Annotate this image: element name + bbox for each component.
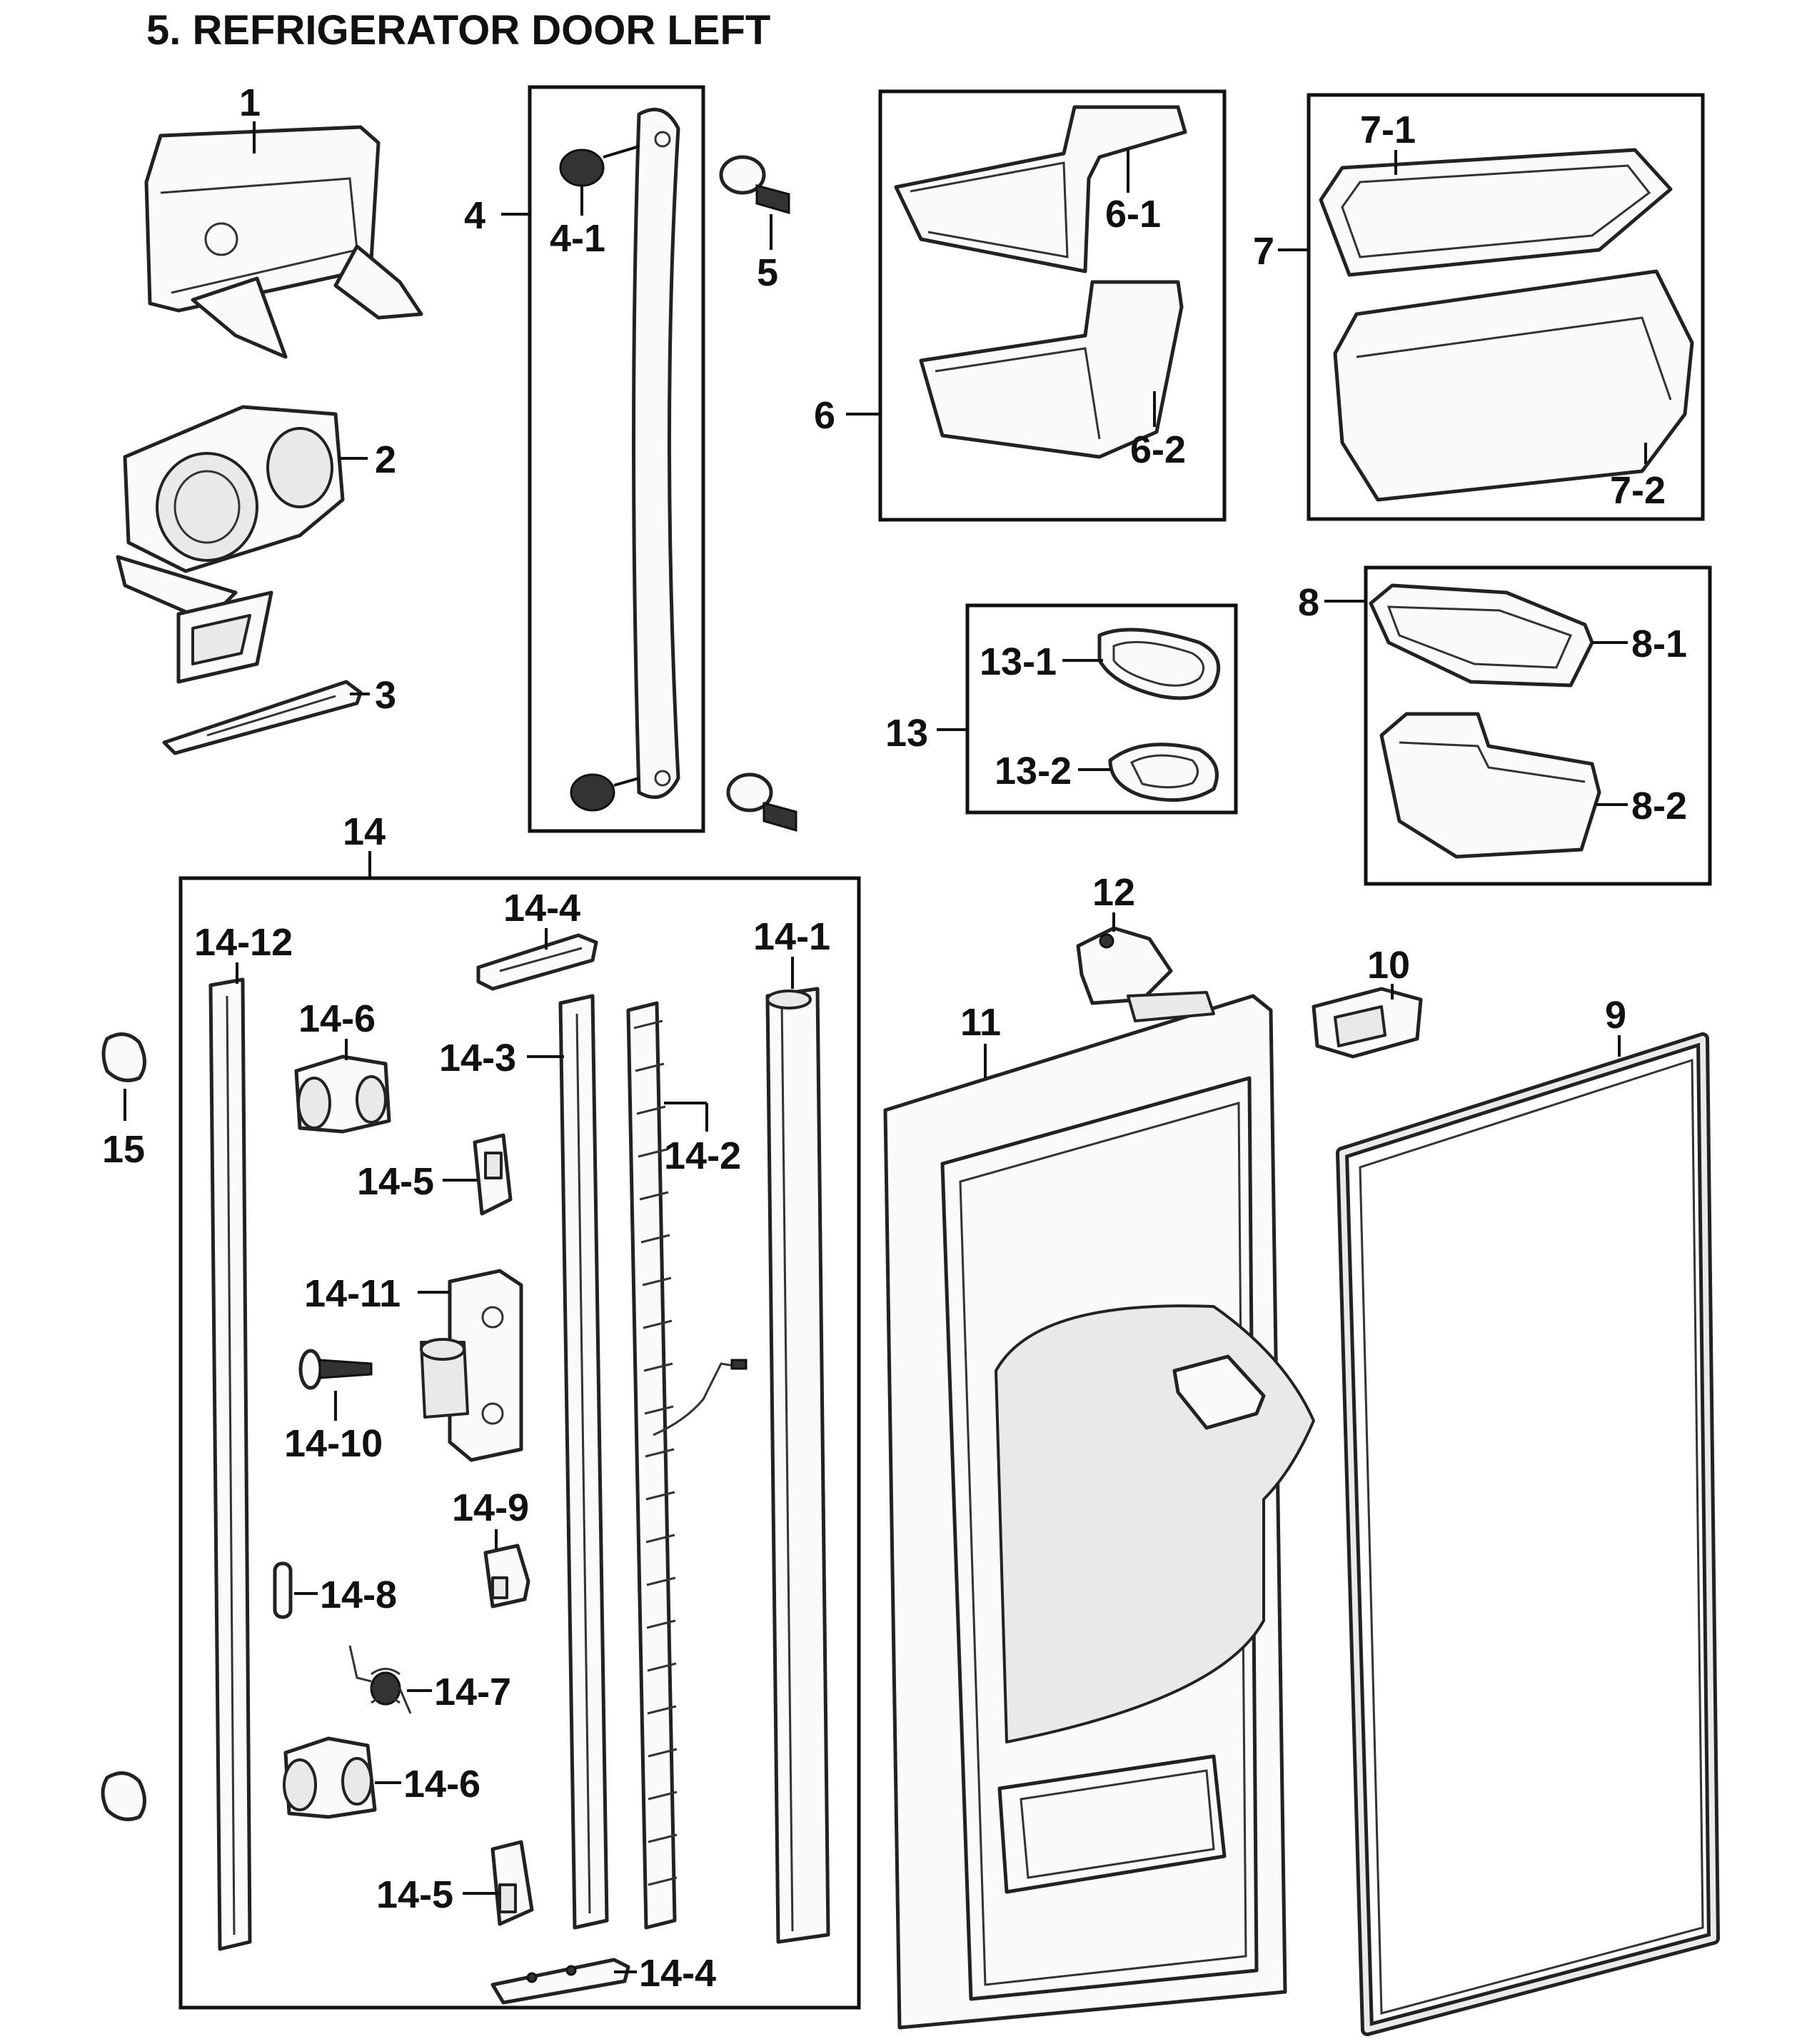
box-part-13 (965, 603, 1238, 815)
part-14-8-pin (273, 1561, 293, 1619)
part-10-door-switch (1312, 987, 1423, 1059)
part-14-10-screw (298, 1349, 373, 1390)
label-part-8-1: 8-1 (1631, 623, 1687, 665)
label-part-7-1: 7-1 (1360, 109, 1416, 151)
label-part-2: 2 (375, 438, 396, 481)
label-part-14-7: 14-7 (434, 1671, 511, 1713)
part-5-handle-screw (719, 155, 797, 832)
part-8-door-guard (1369, 583, 1601, 859)
label-part-14-4-bottom: 14-4 (639, 1952, 716, 1995)
label-part-14-12: 14-12 (194, 921, 293, 964)
part-14-4-guide-bottom (490, 1958, 630, 2005)
part-14-7-spring (348, 1645, 412, 1714)
label-part-13: 13 (885, 712, 928, 755)
label-part-14-5-bottom: 14-5 (376, 1873, 453, 1916)
part-15-plug (101, 1032, 146, 1821)
label-part-8: 8 (1298, 581, 1319, 624)
part-14-12-cover (208, 977, 252, 1951)
label-part-12: 12 (1092, 871, 1135, 914)
part-11-door-liner (883, 991, 1315, 2030)
part-9-door-gasket (1336, 1032, 1720, 2036)
part-14-5-bracket-bottom (490, 1840, 534, 1926)
part-4-door-handle (559, 107, 680, 812)
part-14-9-clip (483, 1544, 530, 1608)
label-part-14-1: 14-1 (753, 915, 830, 958)
part-13-cap (1097, 628, 1221, 802)
label-part-8-2: 8-2 (1631, 785, 1687, 827)
part-12-hinge-cover (1076, 926, 1173, 1005)
label-part-14-3: 14-3 (439, 1037, 516, 1079)
box-part-7 (1307, 93, 1705, 521)
label-part-3: 3 (375, 674, 396, 717)
label-part-13-1: 13-1 (980, 640, 1057, 683)
box-part-6 (878, 89, 1227, 522)
label-part-14: 14 (343, 810, 386, 853)
label-part-6: 6 (814, 394, 835, 437)
label-part-14-6-top: 14-6 (298, 997, 376, 1040)
label-part-1: 1 (239, 81, 261, 124)
label-part-11: 11 (960, 1001, 1001, 1044)
part-14-3-cap (558, 994, 609, 1930)
part-3-guide (162, 680, 363, 755)
label-part-7-2: 7-2 (1610, 469, 1666, 512)
label-part-14-11: 14-11 (304, 1272, 401, 1315)
label-part-9: 9 (1605, 994, 1626, 1037)
part-2-dispenser-assembly (116, 405, 345, 684)
label-part-4-1: 4-1 (550, 217, 605, 260)
label-part-14-4-top: 14-4 (503, 887, 580, 930)
part-6-door-guard (894, 105, 1187, 459)
part-14-2-heater (626, 1001, 748, 1930)
label-part-15: 15 (102, 1128, 145, 1171)
part-14-6-hinge-bottom (283, 1736, 377, 1819)
box-part-4 (528, 85, 705, 833)
part-14-5-bracket-top (473, 1133, 513, 1216)
label-part-14-6-bottom: 14-6 (403, 1763, 480, 1806)
part-14-1-cap (765, 987, 830, 1944)
label-part-14-2: 14-2 (664, 1134, 741, 1177)
label-part-14-8: 14-8 (320, 1574, 397, 1616)
label-part-7: 7 (1253, 230, 1274, 273)
label-part-6-2: 6-2 (1130, 428, 1186, 471)
label-part-14-5-top: 14-5 (357, 1160, 434, 1203)
label-part-10: 10 (1367, 944, 1410, 987)
label-part-14-9: 14-9 (452, 1486, 529, 1529)
part-14-11-hinge-bracket (420, 1269, 523, 1462)
label-part-6-1: 6-1 (1105, 193, 1161, 236)
box-part-14 (178, 876, 861, 2010)
label-part-4: 4 (464, 194, 485, 237)
part-14-6-hinge-top (294, 1054, 391, 1134)
label-part-14-10: 14-10 (284, 1422, 383, 1465)
diagram-title: 5. REFRIGERATOR DOOR LEFT (146, 7, 770, 54)
label-part-5: 5 (757, 251, 778, 294)
part-7-door-guard (1319, 148, 1694, 502)
part-1-dispenser-cover (144, 125, 423, 359)
box-part-8 (1364, 565, 1712, 886)
part-14-4-guide-top (476, 933, 598, 991)
label-part-13-2: 13-2 (995, 750, 1072, 792)
